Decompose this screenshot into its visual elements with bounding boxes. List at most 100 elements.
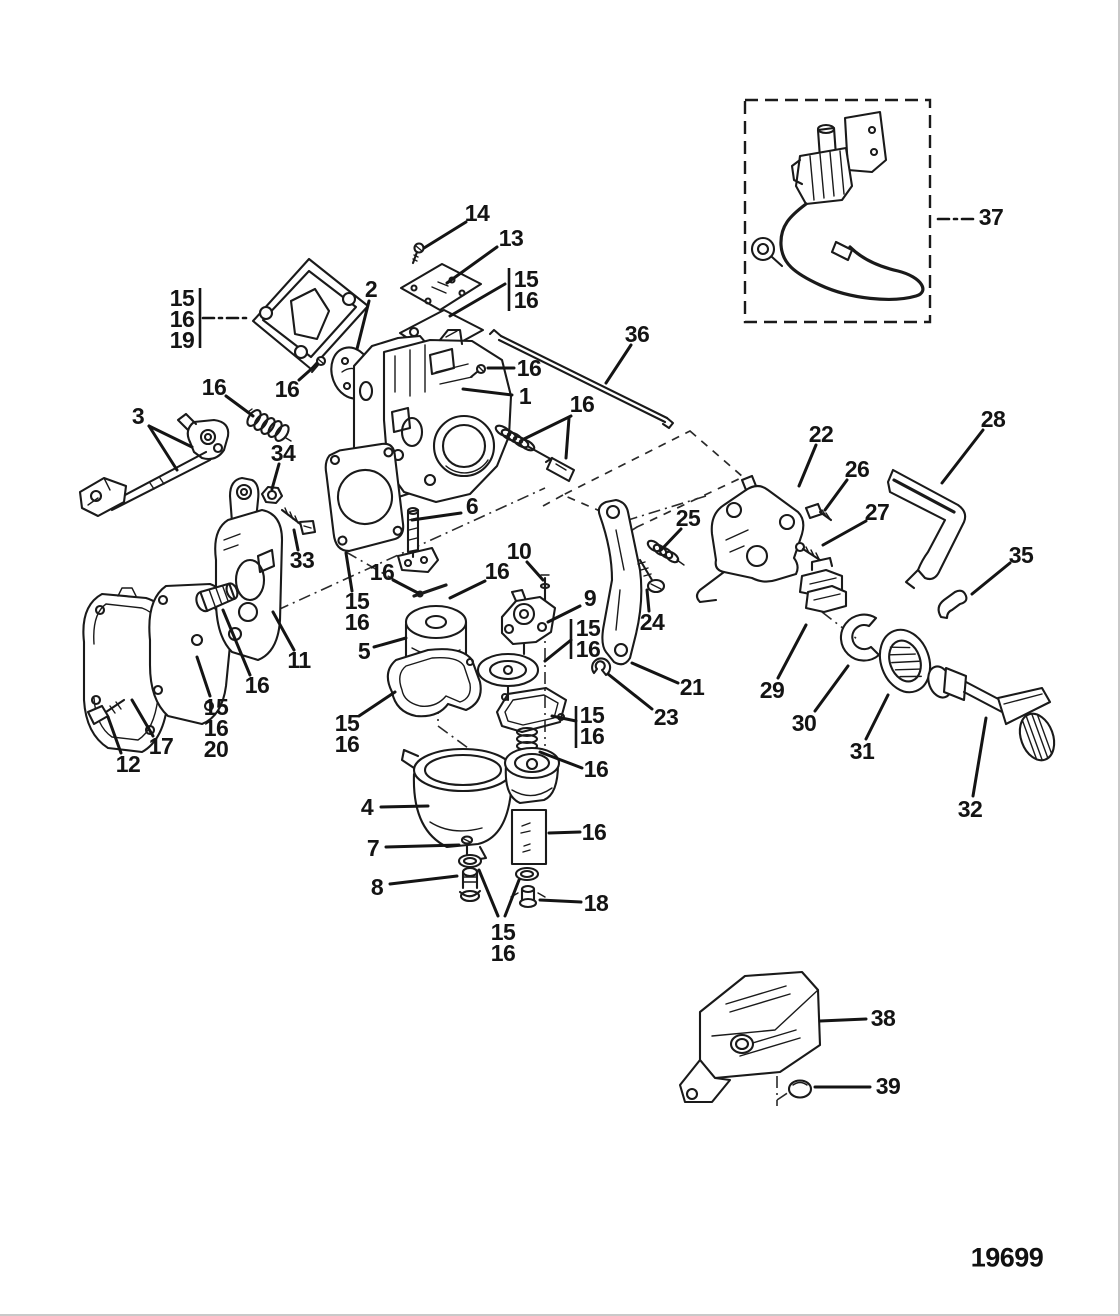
leader-line-16-pump-plunger	[221, 608, 252, 677]
callout-34: 34	[271, 440, 296, 466]
part-retainer-30	[839, 613, 881, 662]
callout-27: 27	[865, 499, 890, 525]
part-bolt-26	[804, 502, 833, 522]
callout-36: 36	[625, 321, 650, 347]
part-choke-block-29	[798, 556, 848, 614]
part-link-arm-3	[78, 450, 212, 518]
callout-15-16-19-row2: 16	[170, 306, 195, 332]
callout-8: 8	[371, 874, 384, 900]
callout-15-16-19-row1: 15	[170, 285, 195, 311]
leader-line-27	[821, 519, 868, 547]
leader-line-15-16-mount-gasket	[344, 551, 354, 593]
part-pump-body-11	[214, 476, 284, 662]
leader-line-16-float-pin-b	[448, 579, 487, 600]
callout-16-mixture: 16	[570, 391, 595, 417]
leader-line-16-throttle-spring	[224, 394, 255, 418]
leader-line-16-diaphragm-screw	[297, 362, 319, 382]
leader-line-26	[823, 478, 849, 512]
callout-3: 3	[132, 403, 144, 429]
callout-9: 9	[584, 585, 596, 611]
leader-line-12	[106, 715, 123, 755]
leader-line-34	[270, 462, 281, 491]
leader-line-35	[970, 561, 1012, 596]
leader-line-29	[776, 623, 808, 680]
leader-line-16-mixture	[522, 414, 573, 441]
part-screw-16-upper	[310, 355, 327, 374]
part-choke-lever-28	[886, 468, 967, 590]
callout-4: 4	[361, 794, 374, 820]
callout-15-16-drain-row1: 15	[491, 919, 516, 945]
part-screw-33	[280, 507, 317, 536]
part-parts-box-16	[510, 808, 548, 866]
callout-18: 18	[584, 890, 609, 916]
part-grommet-31	[878, 628, 932, 694]
callout-15-16-mount-gasket-row1: 15	[345, 588, 370, 614]
part-jet-gasket	[495, 686, 568, 734]
leader-line-15-16-drain	[503, 878, 521, 918]
leader-line-25	[659, 527, 683, 552]
leader-line-14	[422, 220, 468, 250]
callout-30: 30	[792, 710, 817, 736]
leader-line-15-16-drain	[477, 868, 500, 918]
part-jet-disc	[476, 642, 540, 702]
part-screw-16-body	[469, 363, 487, 379]
callout-12: 12	[116, 751, 141, 777]
ghost-outline	[542, 429, 745, 544]
part-bowl-gasket-ring	[386, 648, 482, 718]
callout-15-16-seat-row1: 15	[576, 615, 601, 641]
leader-line-9	[546, 604, 582, 624]
callout-11: 11	[287, 647, 311, 673]
callout-16-float-pin-b: 16	[485, 558, 510, 584]
part-screw-24	[637, 558, 666, 594]
leader-line-6	[410, 511, 463, 522]
callout-16-float-pin-a: 16	[370, 559, 395, 585]
part-choke-shaft-32	[927, 665, 1056, 762]
part-solenoid-inset-37	[743, 98, 932, 324]
leader-line-38	[818, 1017, 868, 1023]
callout-39: 39	[876, 1073, 901, 1099]
leader-line-22	[797, 443, 818, 488]
part-clip-35	[937, 589, 968, 620]
part-plug-39	[787, 1079, 813, 1099]
part-choke-link-21	[597, 498, 643, 666]
part-drain-valve-8	[458, 866, 482, 903]
leader-line-1	[461, 387, 514, 397]
part-silencer-38	[678, 970, 822, 1104]
callout-16-diaphragm-screw: 16	[275, 376, 300, 402]
callout-16-bowl-spring: 16	[584, 756, 609, 782]
callout-26: 26	[845, 456, 870, 482]
leader-line-16-float-pin-a	[391, 578, 420, 595]
leader-line-7	[384, 843, 461, 849]
leader-line-15-16-20	[195, 655, 212, 698]
leader-line-28	[940, 428, 985, 485]
callout-1: 1	[519, 383, 532, 409]
leader-line-33	[292, 528, 300, 552]
callout-21: 21	[680, 674, 705, 700]
callout-29: 29	[760, 677, 785, 703]
leader-line-5	[372, 636, 408, 649]
leader-line-21	[630, 661, 680, 685]
callout-38: 38	[871, 1005, 896, 1031]
part-float-bowl-4	[400, 747, 514, 862]
part-bracket-22	[695, 474, 805, 604]
callout-15-16-19-row3: 19	[170, 327, 195, 353]
leader-line-15-16-reed	[448, 282, 507, 318]
part-screw-27	[794, 541, 822, 562]
callout-7: 7	[367, 835, 379, 861]
figure-number: 19699	[970, 1242, 1044, 1273]
callout-15-16-jet-gasket-row1: 15	[580, 702, 605, 728]
callout-15-16-20-row3: 20	[204, 736, 229, 762]
callout-16-parts-box: 16	[582, 819, 607, 845]
part-throttle-spring-16	[246, 408, 292, 442]
leader-line-8	[388, 874, 459, 886]
leader-line-16-bowl-spring	[538, 750, 584, 770]
leader-line-11	[271, 610, 296, 652]
callout-25: 25	[676, 505, 701, 531]
part-nozzle-housing-9	[500, 588, 557, 646]
leader-line-30	[813, 664, 850, 713]
leader-line-15-16-seat	[543, 638, 573, 663]
callout-16-body-screw: 16	[517, 355, 542, 381]
